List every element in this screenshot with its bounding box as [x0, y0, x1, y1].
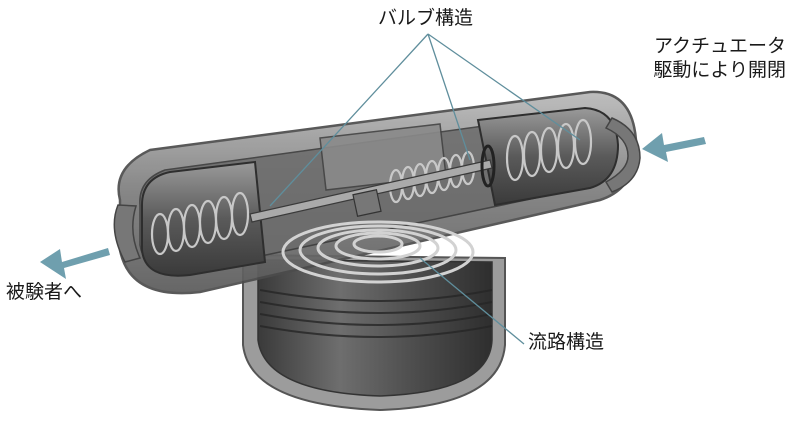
valve-structure-label: バルブ構造	[378, 7, 474, 29]
inflow-arrow-icon	[642, 133, 706, 162]
to-subject-label: 被験者へ	[6, 281, 83, 303]
leader-lines	[269, 33, 581, 345]
outflow-arrow-icon	[40, 248, 110, 279]
actuator-label-line2: 駆動により開閉	[653, 59, 786, 81]
actuator-label-line1: アクチュエータ	[653, 35, 786, 57]
flow-structure-label: 流路構造	[528, 331, 605, 353]
actuator-label: アクチュエータ 駆動により開閉	[653, 34, 786, 82]
valve-shaft	[249, 144, 496, 223]
flow-spiral	[281, 220, 475, 284]
